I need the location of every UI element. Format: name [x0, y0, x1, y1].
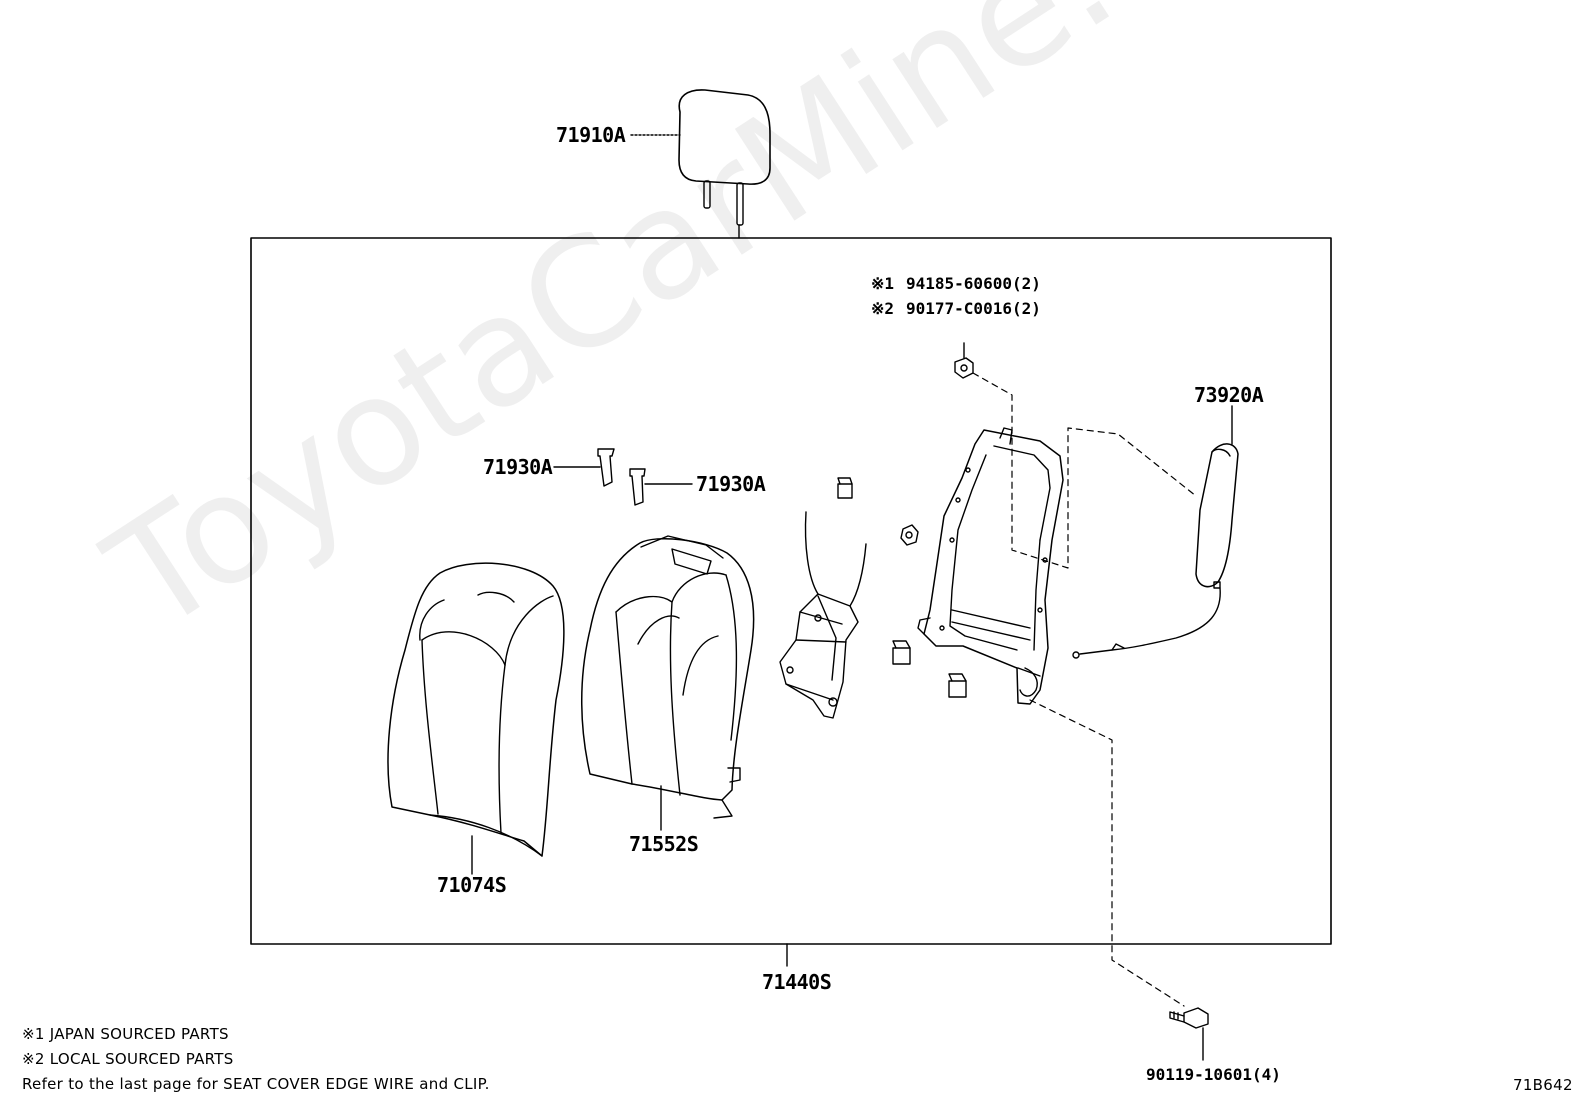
headrest-part — [678, 89, 771, 239]
note-japan-sourced: ※1 JAPAN SOURCED PARTS — [22, 1025, 229, 1043]
seat-pad-part — [580, 535, 755, 819]
nut-part — [900, 524, 919, 546]
label-seat-pad: 71552S — [629, 832, 699, 856]
label-seat-cover: 71074S — [437, 873, 507, 897]
label-nut-japan: 94185-60600(2) — [906, 274, 1041, 293]
assembly-box — [250, 237, 1332, 945]
seat-frame-part — [917, 427, 1064, 705]
label-bolt: 90119-10601(4) — [1146, 1065, 1281, 1084]
headrest-support-left — [597, 448, 615, 487]
label-side-airbag: 73920A — [1194, 383, 1264, 407]
label-headrest: 71910A — [556, 123, 626, 147]
side-airbag-part — [1072, 443, 1239, 659]
clip-part-2 — [892, 640, 911, 665]
frame-nut-part — [954, 357, 974, 379]
bolt-part — [1169, 1007, 1209, 1029]
note-local-sourced: ※2 LOCAL SOURCED PARTS — [22, 1050, 234, 1068]
seat-cover-part — [387, 562, 565, 857]
assembly-dashed-lines — [972, 372, 1197, 1007]
page-code: 71B642 — [1513, 1076, 1573, 1094]
clip-part — [837, 477, 853, 499]
mark-2: ※2 — [871, 299, 895, 318]
clip-part-3 — [948, 673, 967, 698]
label-support-right: 71930A — [696, 472, 766, 496]
headrest-support-right — [629, 468, 646, 506]
mark-1: ※1 — [871, 274, 895, 293]
note-refer: Refer to the last page for SEAT COVER ED… — [22, 1075, 490, 1093]
label-support-left: 71930A — [483, 455, 553, 479]
label-frame-assy: 71440S — [762, 970, 832, 994]
bracket-part — [779, 511, 867, 719]
label-nut-local: 90177-C0016(2) — [906, 299, 1041, 318]
